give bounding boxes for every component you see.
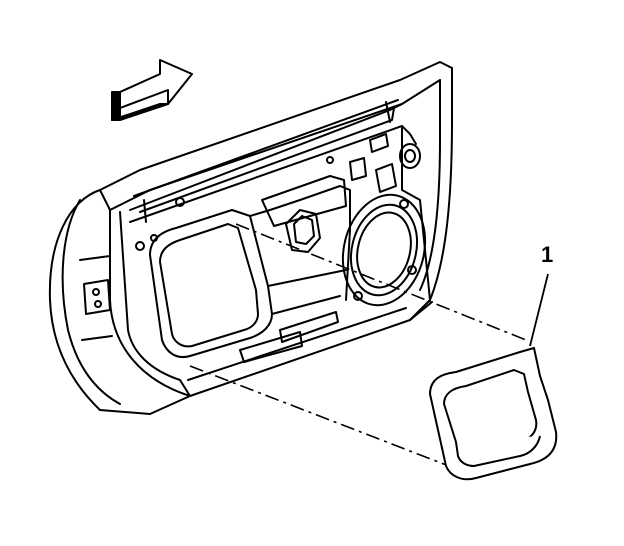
callout-1-leader <box>529 273 549 347</box>
water-deflector <box>429 347 558 481</box>
door-inner-panel <box>48 61 453 415</box>
callout-label-1: 1 <box>541 242 554 267</box>
alignment-lines <box>189 223 527 469</box>
arrow-forward-icon <box>111 59 193 121</box>
